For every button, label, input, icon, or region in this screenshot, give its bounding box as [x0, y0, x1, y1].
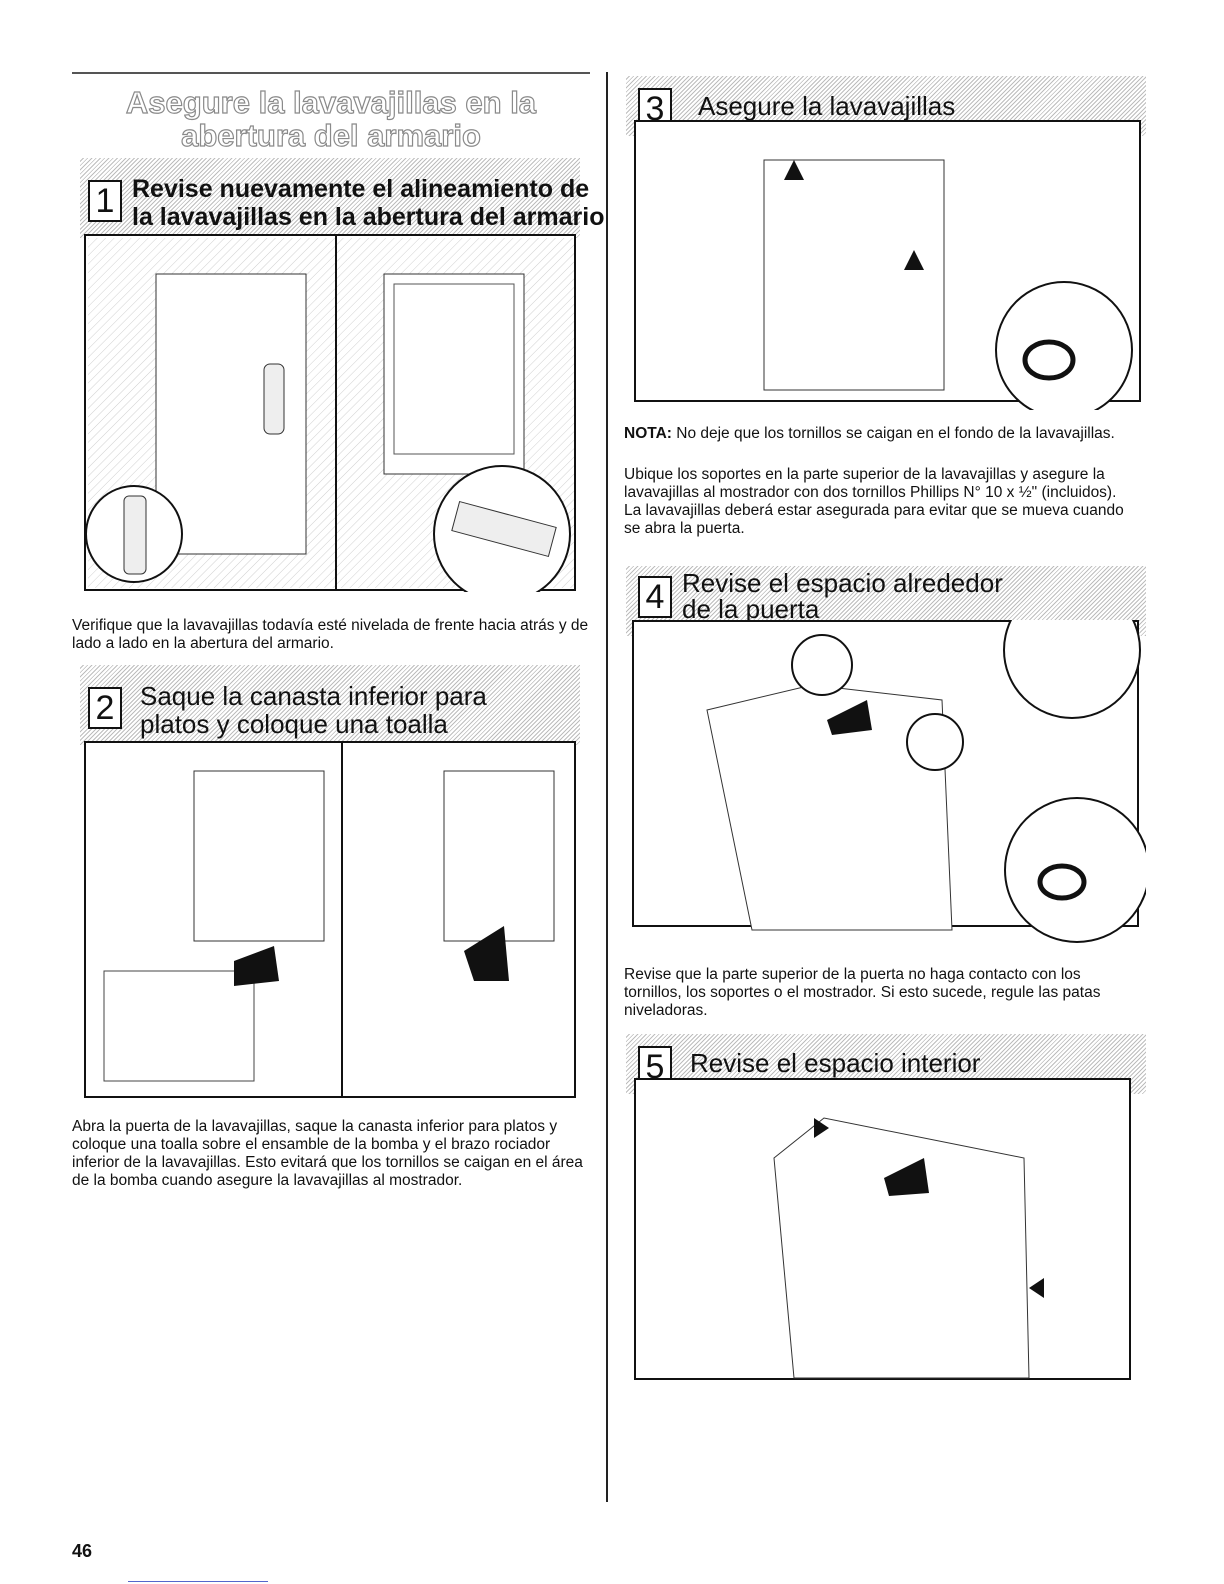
step-3: 3 Asegure la lavavajillas: [626, 76, 1146, 411]
step-5-illustration: [634, 1078, 1131, 1380]
step-4-illustration: [632, 620, 1146, 943]
section-title-line2: abertura del armario: [180, 118, 481, 153]
column-divider: [606, 72, 608, 1502]
section-title: Asegure la lavavajillas en la abertura d…: [72, 85, 590, 153]
step-3-text: Ubique los soportes en la parte superior…: [624, 466, 1124, 537]
step-2: 2 Saque la canasta inferior para platos …: [80, 665, 580, 1100]
page-number: 46: [72, 1541, 93, 1561]
step-2-header-hatch: [80, 665, 580, 745]
step-4-title-line2: de la puerta: [682, 594, 820, 624]
step-1: 1 Revise nuevamente el alineamiento de l…: [80, 158, 604, 593]
step-2-number: 2: [88, 687, 122, 729]
footer-link-underline: [128, 1581, 268, 1582]
step-5-title: Revise el espacio interior: [690, 1048, 981, 1078]
step-1-number: 1: [88, 180, 122, 222]
step-4: 4 Revise el espacio alrededor de la puer…: [626, 566, 1146, 946]
step-2-title-line2: platos y coloque una toalla: [140, 709, 448, 739]
section-title-line1: Asegure la lavavajillas en la: [125, 85, 537, 120]
step-4-number: 4: [638, 576, 672, 618]
step-5: 5 Revise el espacio interior: [626, 1034, 1146, 1384]
step-3-note-text: No deje que los tornillos se caigan en e…: [671, 425, 1115, 442]
step-1-title-line1: Revise nuevamente el alineamiento de: [132, 175, 590, 203]
step-1-illustration: [84, 234, 576, 592]
step-3-note-label: NOTA:: [624, 425, 672, 442]
step-3-title: Asegure la lavavajillas: [698, 91, 956, 121]
step-3-note: NOTA: No deje que los tornillos se caiga…: [624, 425, 1124, 443]
step-3-illustration: [634, 120, 1141, 410]
step-2-text: Abra la puerta de la lavavajillas, saque…: [72, 1118, 583, 1189]
top-rule: [72, 72, 590, 74]
step-2-title-line1: Saque la canasta inferior para: [140, 681, 487, 711]
step-2-illustration: [84, 741, 576, 1098]
step-4-title-line1: Revise el espacio alrededor: [682, 568, 1003, 598]
step-5-number: 5: [638, 1046, 672, 1088]
step-4-text: Revise que la parte superior de la puert…: [624, 966, 1101, 1019]
step-1-text: Verifique que la lavavajillas todavía es…: [72, 617, 589, 652]
step-1-title-line2: la lavavajillas en la abertura del armar…: [132, 203, 605, 231]
step-1-header-hatch: [80, 158, 580, 238]
